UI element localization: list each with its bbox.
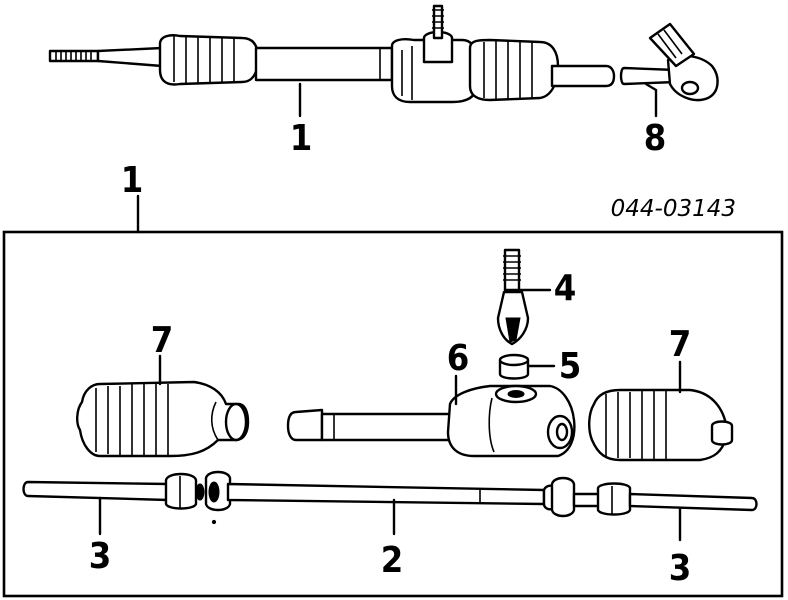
callout-left-boot: 7 <box>151 320 174 361</box>
tie-rod-assembly-row <box>22 470 758 525</box>
reference-code: 044-03143 <box>611 196 736 222</box>
exploded-view-frame <box>2 230 784 598</box>
rack-housing-part <box>286 384 576 458</box>
callout-tie-rod-end: 8 <box>644 118 667 159</box>
callout-assembly-top: 1 <box>290 118 313 159</box>
tie-rod-end-part <box>619 22 719 102</box>
callout-pinion-shaft: 4 <box>554 268 577 309</box>
pinion-seal-part <box>498 353 530 380</box>
callout-pinion-seal: 5 <box>559 346 582 387</box>
pinion-shaft-part <box>496 248 530 346</box>
assembled-right-boot <box>468 38 560 102</box>
left-boot-part <box>76 380 250 458</box>
assembled-steering-rack <box>48 4 719 118</box>
assembled-rack-tube <box>254 46 394 82</box>
right-boot-part <box>588 388 734 462</box>
assembled-right-rod <box>550 64 616 88</box>
callout-assembly-bracket: 1 <box>121 160 144 201</box>
callout-tie-rod-left: 3 <box>89 536 112 577</box>
callout-tie-rod-center: 2 <box>381 540 404 581</box>
rack-left-threaded-end <box>48 46 164 68</box>
callout-tie-rod-right: 3 <box>669 548 692 589</box>
callout-rack-housing: 6 <box>447 338 470 379</box>
callout-right-boot: 7 <box>669 324 692 365</box>
assembled-left-boot <box>158 34 260 86</box>
leader-tie-rod-end <box>644 82 658 118</box>
assembled-gear-housing <box>390 4 478 104</box>
